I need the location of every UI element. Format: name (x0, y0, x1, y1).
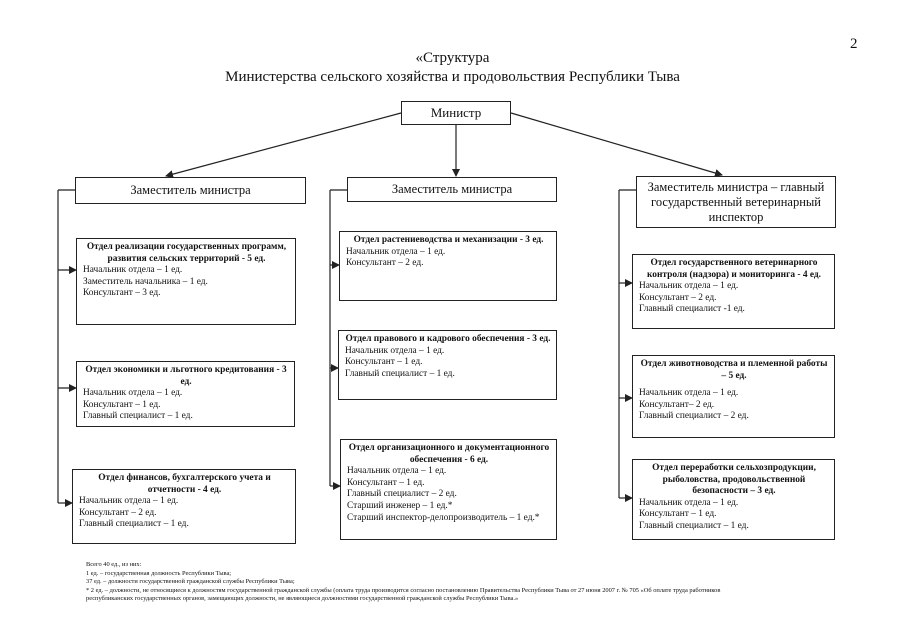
staff-line: Главный специалист – 1 ед. (639, 520, 749, 531)
staff-line: Консультант – 2 ед. (346, 258, 424, 269)
department-box: Отдел растениеводства и механизации - 3 … (339, 231, 557, 301)
footnote-line: республиканских государственных органов,… (86, 595, 519, 603)
staff-line: Начальник отдела – 1 ед. (345, 345, 445, 356)
department-header: Отдел реализации государственных програм… (86, 242, 287, 264)
staff-line: Начальник отдела – 1 ед. (346, 246, 446, 257)
department-box: Отдел переработки сельхозпродукции, рыбо… (632, 459, 835, 540)
footnotes: Всего 40 ед., из них: 1 ед. – государств… (86, 561, 866, 604)
staff-line: Старший инспектор-делопроизводитель – 1 … (347, 512, 540, 523)
department-box: Отдел финансов, бухгалтерского учета и о… (72, 469, 296, 544)
department-box: Отдел животноводства и племенной работы … (632, 355, 835, 438)
deputy-box-right: Заместитель министра – главный государст… (636, 176, 836, 228)
staff-line: Консультант – 2 ед. (639, 292, 717, 303)
staff-line: Главный специалист -1 ед. (639, 304, 745, 315)
staff-line: Главный специалист – 2 ед. (347, 489, 457, 500)
department-header: Отдел правового и кадрового обеспечения … (345, 334, 551, 344)
staff-line: Заместитель начальника – 1 ед. (83, 276, 208, 287)
staff-line: Главный специалист – 1 ед. (79, 519, 189, 530)
staff-line: Консультант – 1 ед. (83, 399, 161, 410)
page-number: 2 (850, 36, 858, 52)
department-header: Отдел государственного ветеринарного кон… (647, 258, 821, 280)
staff-line: Главный специалист – 1 ед. (345, 368, 455, 379)
staff-line: Главный специалист – 1 ед. (83, 411, 193, 422)
staff-line: Консультант– 2 ед. (639, 399, 715, 410)
deputy-label: Заместитель министра (130, 183, 251, 197)
department-box: Отдел реализации государственных програм… (76, 238, 296, 325)
staff-line: Начальник отдела – 1 ед. (83, 265, 183, 276)
footnote-line: Всего 40 ед., из них: (86, 561, 142, 568)
department-header: Отдел экономики и льготного кредитования… (85, 365, 287, 387)
staff-line: Начальник отдела – 1 ед. (639, 388, 739, 399)
staff-line: Старший инженер – 1 ед.* (347, 500, 453, 511)
deputy-label: Заместитель министра – главный государст… (647, 179, 825, 224)
staff-line: Начальник отдела – 1 ед. (639, 497, 739, 508)
staff-line: Начальник отдела – 1 ед. (639, 281, 739, 292)
staff-line: Главный специалист – 2 ед. (639, 411, 749, 422)
deputy-box-middle: Заместитель министра (347, 177, 557, 202)
deputy-box-left: Заместитель министра (75, 177, 306, 204)
footnote-line: 1 ед. – государственная должность Респуб… (86, 569, 232, 577)
footnote-line: 37 ед. – должности государственной гражд… (86, 578, 295, 586)
deputy-label: Заместитель министра (391, 182, 513, 196)
staff-line: Консультант – 1 ед. (639, 509, 717, 520)
staff-line: Консультант – 1 ед. (347, 477, 425, 488)
arrow-to-deputy-left (165, 112, 402, 179)
department-header: Отдел растениеводства и механизации - 3 … (353, 235, 544, 245)
page-title-line2: Министерства сельского хозяйства и продо… (225, 69, 680, 85)
staff-line: Консультант – 3 ед. (83, 288, 161, 299)
page-title-line1: «Структура (415, 50, 490, 66)
staff-line: Консультант – 2 ед. (79, 507, 157, 518)
department-box: Отдел государственного ветеринарного кон… (632, 254, 835, 329)
staff-line: Начальник отдела – 1 ед. (347, 466, 447, 477)
arrow-to-deputy-right (510, 112, 723, 177)
department-box: Отдел правового и кадрового обеспечения … (338, 330, 557, 400)
staff-line: Начальник отдела – 1 ед. (79, 496, 179, 507)
department-box: Отдел экономики и льготного кредитования… (76, 361, 295, 427)
staff-line: Консультант – 1 ед. (345, 357, 423, 368)
department-header: Отдел финансов, бухгалтерского учета и о… (98, 473, 271, 495)
footnote-line: * 2 ед. – должности, не относящиеся к до… (86, 586, 721, 594)
minister-box: Министр (401, 101, 511, 125)
department-header: Отдел переработки сельхозпродукции, рыбо… (652, 463, 816, 497)
department-box: Отдел организационного и документационно… (340, 439, 557, 540)
staff-line: Начальник отдела – 1 ед. (83, 388, 183, 399)
department-header: Отдел организационного и документационно… (348, 443, 550, 465)
department-header: Отдел животноводства и племенной работы … (640, 359, 828, 381)
